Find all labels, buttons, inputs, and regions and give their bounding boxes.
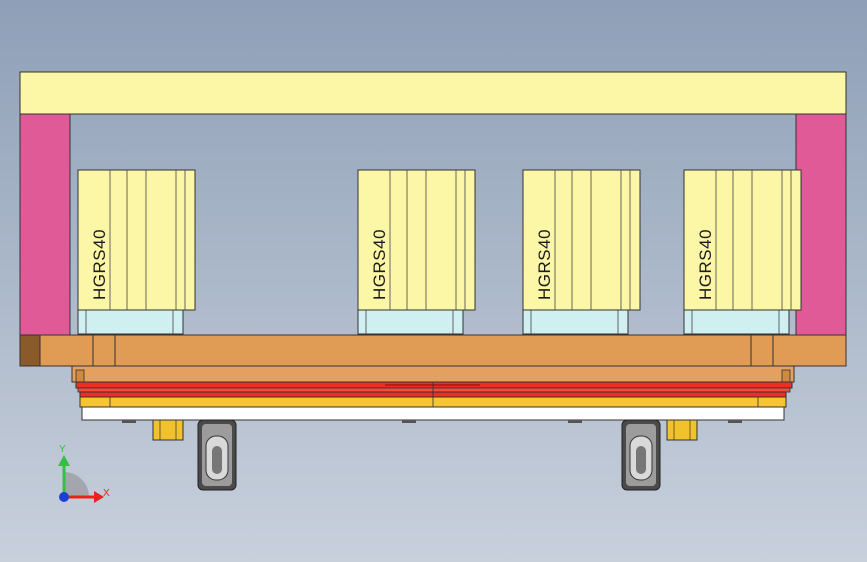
guide-block-body: [77, 169, 196, 311]
guide-block-label: HGRS40: [696, 229, 715, 300]
z-axis-dot: [59, 492, 69, 502]
x-axis-arrow-icon: [94, 491, 104, 503]
guide-block-2: HGRS40: [357, 169, 476, 335]
caster-right: [621, 419, 661, 491]
lower-plate-assembly: [71, 365, 795, 423]
rail-carriage-base: [522, 309, 629, 335]
guide-block-3: HGRS40: [522, 169, 641, 335]
top-frame-beam: [19, 71, 847, 115]
triad-arc-icon: [64, 472, 89, 497]
guide-block-body: [683, 169, 802, 311]
right-post: [795, 113, 847, 337]
locating-pin-right: [666, 419, 698, 441]
left-post: [19, 113, 71, 337]
base-plate: [19, 334, 847, 367]
caster-left: [197, 419, 237, 491]
guide-blocks: HGRS40 HGRS40 HGRS40 HGRS40: [77, 169, 802, 335]
locating-pin-left: [152, 419, 184, 441]
guide-block-label: HGRS40: [370, 229, 389, 300]
guide-block-body: [357, 169, 476, 311]
rail-carriage-base: [357, 309, 464, 335]
coordinate-triad: Y X: [58, 444, 110, 503]
rail-carriage-base: [683, 309, 790, 335]
y-axis-arrow-icon: [58, 455, 70, 466]
x-axis-label: X: [103, 488, 110, 499]
guide-block-4: HGRS40: [683, 169, 802, 335]
rail-carriage-base: [77, 309, 184, 335]
guide-block-label: HGRS40: [535, 229, 554, 300]
guide-block-1: HGRS40: [77, 169, 196, 335]
guide-block-label: HGRS40: [90, 229, 109, 300]
guide-block-body: [522, 169, 641, 311]
y-axis-label: Y: [59, 444, 66, 455]
